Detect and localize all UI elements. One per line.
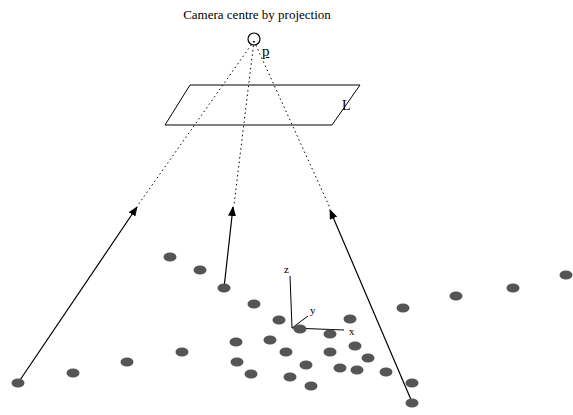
scene-point — [245, 370, 258, 379]
scene-point — [218, 284, 231, 293]
scene-point — [194, 266, 207, 275]
axes — [290, 276, 344, 330]
scene-point — [67, 369, 80, 378]
scene-point — [560, 271, 573, 280]
scene-point — [362, 354, 375, 363]
plane-label: L — [342, 99, 351, 113]
scene-point — [121, 358, 134, 367]
scene-point — [294, 325, 307, 334]
scene-point — [507, 284, 520, 293]
image-plane — [165, 85, 360, 125]
ray-arrows — [18, 207, 412, 402]
scene-point — [12, 379, 25, 388]
scene-points — [12, 253, 573, 408]
scene-point — [230, 338, 243, 347]
scene-point — [273, 316, 286, 325]
scene-point — [264, 336, 277, 345]
scene-point — [406, 379, 419, 388]
scene-point — [324, 330, 337, 339]
caption-text: Camera centre by projection — [183, 8, 331, 21]
scene-point — [300, 361, 313, 370]
scene-point — [280, 348, 293, 357]
axis-label: x — [349, 326, 355, 337]
scene-point — [406, 399, 419, 408]
scene-point — [344, 315, 357, 324]
scene-point — [349, 342, 362, 351]
scene-point — [164, 253, 177, 262]
point-label: p — [262, 44, 270, 59]
axis-label: y — [310, 305, 316, 316]
axis-label: z — [284, 264, 289, 275]
scene-point — [248, 300, 261, 309]
scene-point — [176, 348, 189, 357]
scene-point — [231, 358, 244, 367]
scene-point — [284, 373, 297, 382]
scene-point — [450, 292, 463, 301]
scene-point — [334, 364, 347, 373]
scene-point — [397, 304, 410, 313]
scene-point — [380, 368, 393, 377]
camera-centre — [248, 33, 260, 45]
scene-point — [305, 382, 318, 391]
scene-point — [324, 348, 337, 357]
scene-point — [351, 366, 364, 375]
projection-rays — [138, 41, 330, 208]
